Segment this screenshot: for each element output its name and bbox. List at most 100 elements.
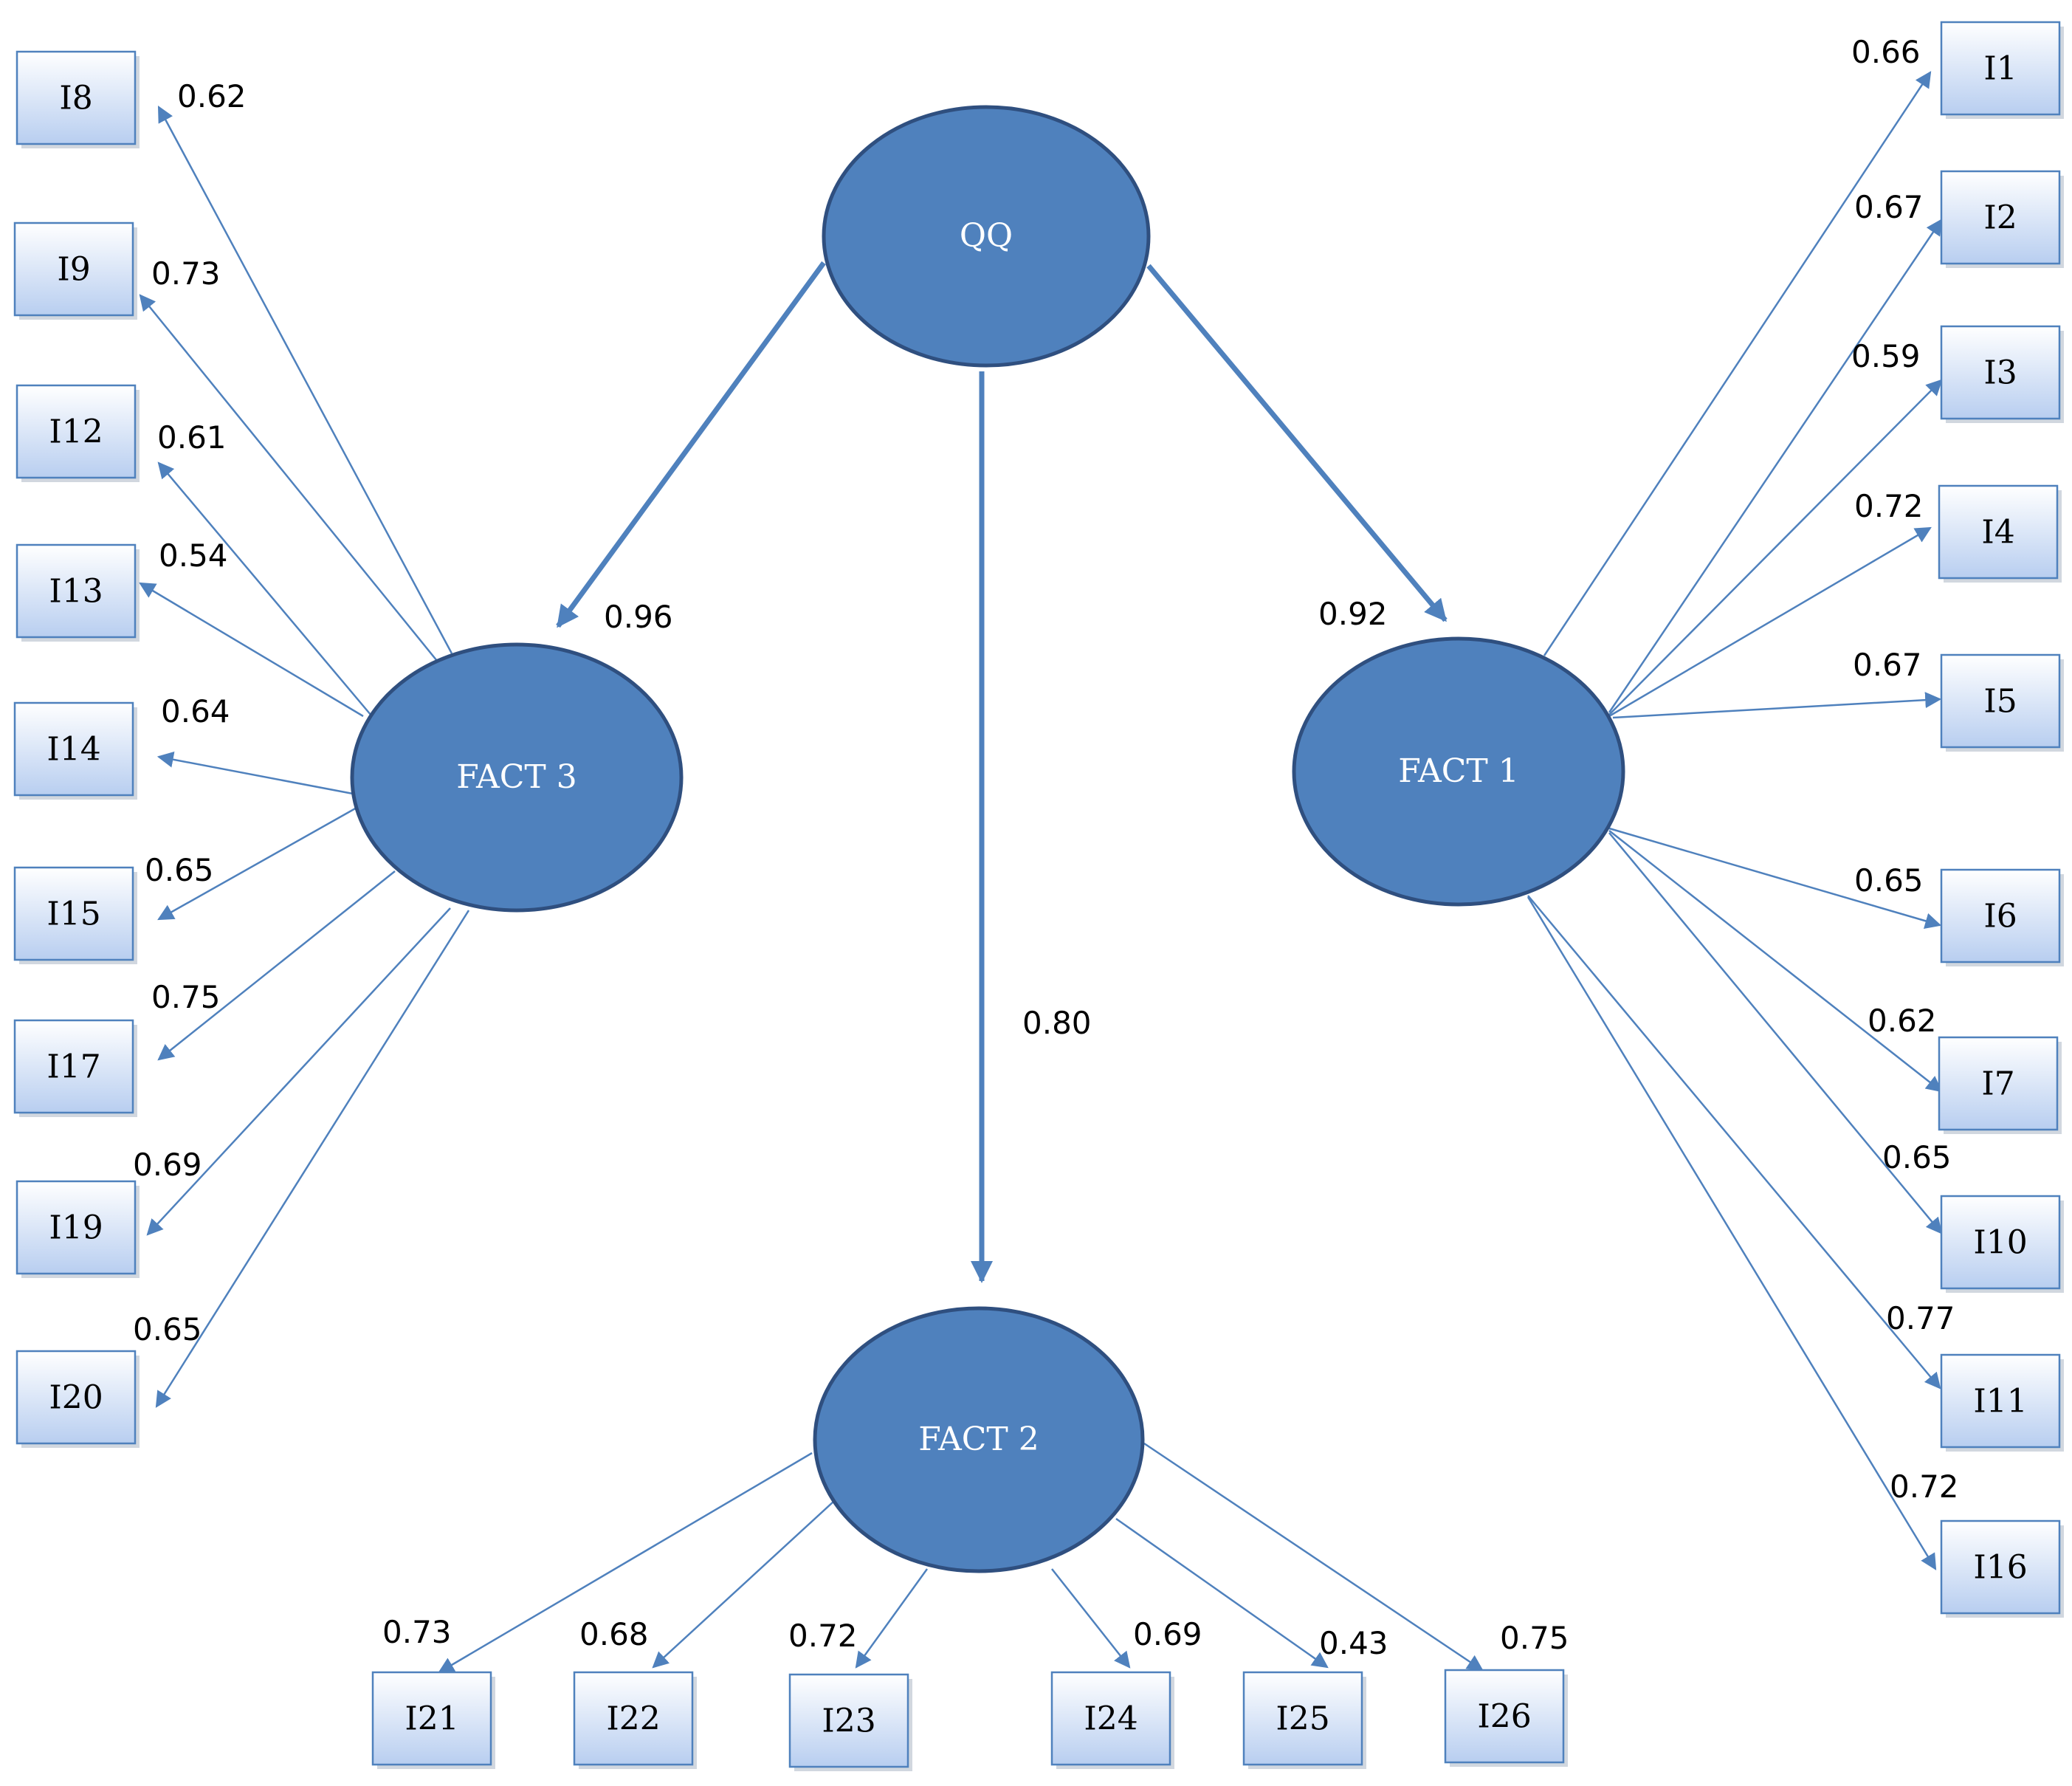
indicator-label-i10: I10 xyxy=(1973,1224,2027,1262)
indicator-label-i14: I14 xyxy=(47,731,100,769)
indicator-box-i14 xyxy=(13,701,134,797)
indicator-label-i13: I13 xyxy=(49,573,103,611)
loading-coefficient-i5: 0.67 xyxy=(1853,647,1922,683)
latent-ellipse-f2 xyxy=(813,1306,1145,1573)
indicator-box-i19 xyxy=(16,1180,137,1275)
indicator-box-i25 xyxy=(1242,1671,1363,1766)
loading-path-i7 xyxy=(1608,830,1943,1093)
loading-coefficient-i25: 0.43 xyxy=(1319,1625,1388,1661)
loading-path-i21 xyxy=(438,1452,813,1674)
indicator-box-i16 xyxy=(1940,1519,2061,1615)
loading-path-i9 xyxy=(139,294,438,662)
loading-path-i14 xyxy=(156,751,354,795)
indicator-label-i5: I5 xyxy=(1983,683,2017,721)
loading-path-i12 xyxy=(157,461,376,721)
loading-path-i24 xyxy=(1051,1568,1131,1669)
indicator-label-i21: I21 xyxy=(405,1700,458,1738)
loading-coefficient-i14: 0.64 xyxy=(161,693,230,729)
loading-coefficient-i7: 0.62 xyxy=(1868,1003,1937,1039)
loading-path-i23 xyxy=(855,1568,929,1669)
loading-path-i4 xyxy=(1608,526,1932,718)
loading-coefficient-i1: 0.66 xyxy=(1851,34,1921,70)
indicator-box-i3 xyxy=(1940,325,2061,420)
indicator-box-i11 xyxy=(1940,1353,2061,1449)
indicator-box-i5 xyxy=(1940,653,2061,749)
loading-path-i6 xyxy=(1608,827,1942,930)
loading-coefficient-i3: 0.59 xyxy=(1851,338,1921,374)
loading-coefficient-i23: 0.72 xyxy=(788,1618,858,1654)
loading-path-i8 xyxy=(157,106,453,654)
indicator-label-i3: I3 xyxy=(1983,354,2017,392)
indicator-label-i1: I1 xyxy=(1983,50,2017,88)
indicator-label-i23: I23 xyxy=(822,1703,875,1740)
indicator-label-i9: I9 xyxy=(57,251,90,289)
indicator-label-i25: I25 xyxy=(1276,1700,1329,1738)
loading-coefficient-i8: 0.62 xyxy=(177,78,247,114)
loading-coefficient-i12: 0.61 xyxy=(157,419,227,456)
latent-label-qq: QQ xyxy=(960,217,1013,255)
indicator-label-i20: I20 xyxy=(49,1379,103,1417)
latent-ellipse-f1 xyxy=(1292,636,1625,907)
loading-coefficient-i4: 0.72 xyxy=(1854,488,1924,524)
loading-coefficient-i24: 0.69 xyxy=(1133,1616,1202,1652)
loading-path-i15 xyxy=(157,796,376,921)
latent-label-f3: FACT 3 xyxy=(456,758,576,796)
loading-path-i26 xyxy=(1143,1442,1484,1672)
indicator-box-i10 xyxy=(1940,1195,2061,1290)
indicator-box-i7 xyxy=(1938,1036,2059,1131)
loading-path-i13 xyxy=(139,582,364,718)
loading-coefficient-i15: 0.65 xyxy=(145,852,214,888)
loading-path-i11 xyxy=(1527,895,1941,1390)
indicator-box-i9 xyxy=(13,221,134,317)
loading-path-i19 xyxy=(146,907,451,1236)
loading-path-i1 xyxy=(1543,71,1932,656)
indicator-label-i24: I24 xyxy=(1084,1700,1137,1738)
loading-path-i17 xyxy=(157,870,396,1061)
indicator-label-i7: I7 xyxy=(1981,1065,2014,1103)
indicator-label-i8: I8 xyxy=(59,80,92,117)
indicator-label-i2: I2 xyxy=(1983,199,2017,237)
loading-coefficient-i10: 0.65 xyxy=(1882,1139,1952,1175)
structural-coefficient-f2: 0.80 xyxy=(1022,1005,1092,1041)
latent-label-f2: FACT 2 xyxy=(918,1421,1039,1458)
loading-path-i22 xyxy=(652,1492,844,1669)
structural-coefficient-f3: 0.96 xyxy=(604,599,673,635)
indicator-label-i26: I26 xyxy=(1477,1698,1531,1736)
indicator-box-i23 xyxy=(788,1673,909,1768)
indicator-box-i12 xyxy=(16,384,137,479)
indicator-label-i6: I6 xyxy=(1983,898,2017,935)
indicator-label-i22: I22 xyxy=(606,1700,660,1738)
loading-path-i25 xyxy=(1115,1517,1329,1669)
loading-coefficient-i16: 0.72 xyxy=(1890,1469,1959,1505)
indicator-label-i12: I12 xyxy=(49,413,103,451)
indicator-box-i22 xyxy=(573,1671,694,1766)
indicator-label-i15: I15 xyxy=(47,896,100,933)
indicator-box-i1 xyxy=(1940,21,2061,116)
structural-path-qq-to-f3 xyxy=(556,261,826,628)
loading-coefficient-i20: 0.65 xyxy=(133,1311,202,1347)
loading-coefficient-i17: 0.75 xyxy=(151,979,221,1015)
indicator-box-i2 xyxy=(1940,170,2061,265)
loading-path-i2 xyxy=(1608,219,1943,713)
loading-path-i5 xyxy=(1612,692,1942,719)
structural-coefficient-f1: 0.92 xyxy=(1318,596,1388,632)
indicator-box-i26 xyxy=(1444,1669,1565,1764)
indicator-label-i16: I16 xyxy=(1973,1549,2027,1587)
loading-path-i16 xyxy=(1527,896,1937,1570)
loading-path-i20 xyxy=(155,910,470,1408)
indicator-label-i19: I19 xyxy=(49,1209,103,1247)
loading-coefficient-i19: 0.69 xyxy=(133,1147,202,1183)
loading-coefficient-i26: 0.75 xyxy=(1500,1620,1569,1656)
loading-coefficient-i11: 0.77 xyxy=(1886,1300,1955,1336)
loading-coefficient-i22: 0.68 xyxy=(579,1616,649,1652)
indicator-box-i13 xyxy=(16,543,137,639)
indicator-box-i4 xyxy=(1938,484,2059,580)
indicator-box-i15 xyxy=(13,866,134,961)
indicator-label-i11: I11 xyxy=(1973,1383,2027,1421)
latent-label-f1: FACT 1 xyxy=(1398,752,1518,790)
loading-coefficient-i9: 0.73 xyxy=(151,255,221,292)
loading-coefficient-i13: 0.54 xyxy=(159,537,228,574)
latent-ellipse-qq xyxy=(822,105,1151,368)
indicator-box-i21 xyxy=(371,1671,492,1766)
